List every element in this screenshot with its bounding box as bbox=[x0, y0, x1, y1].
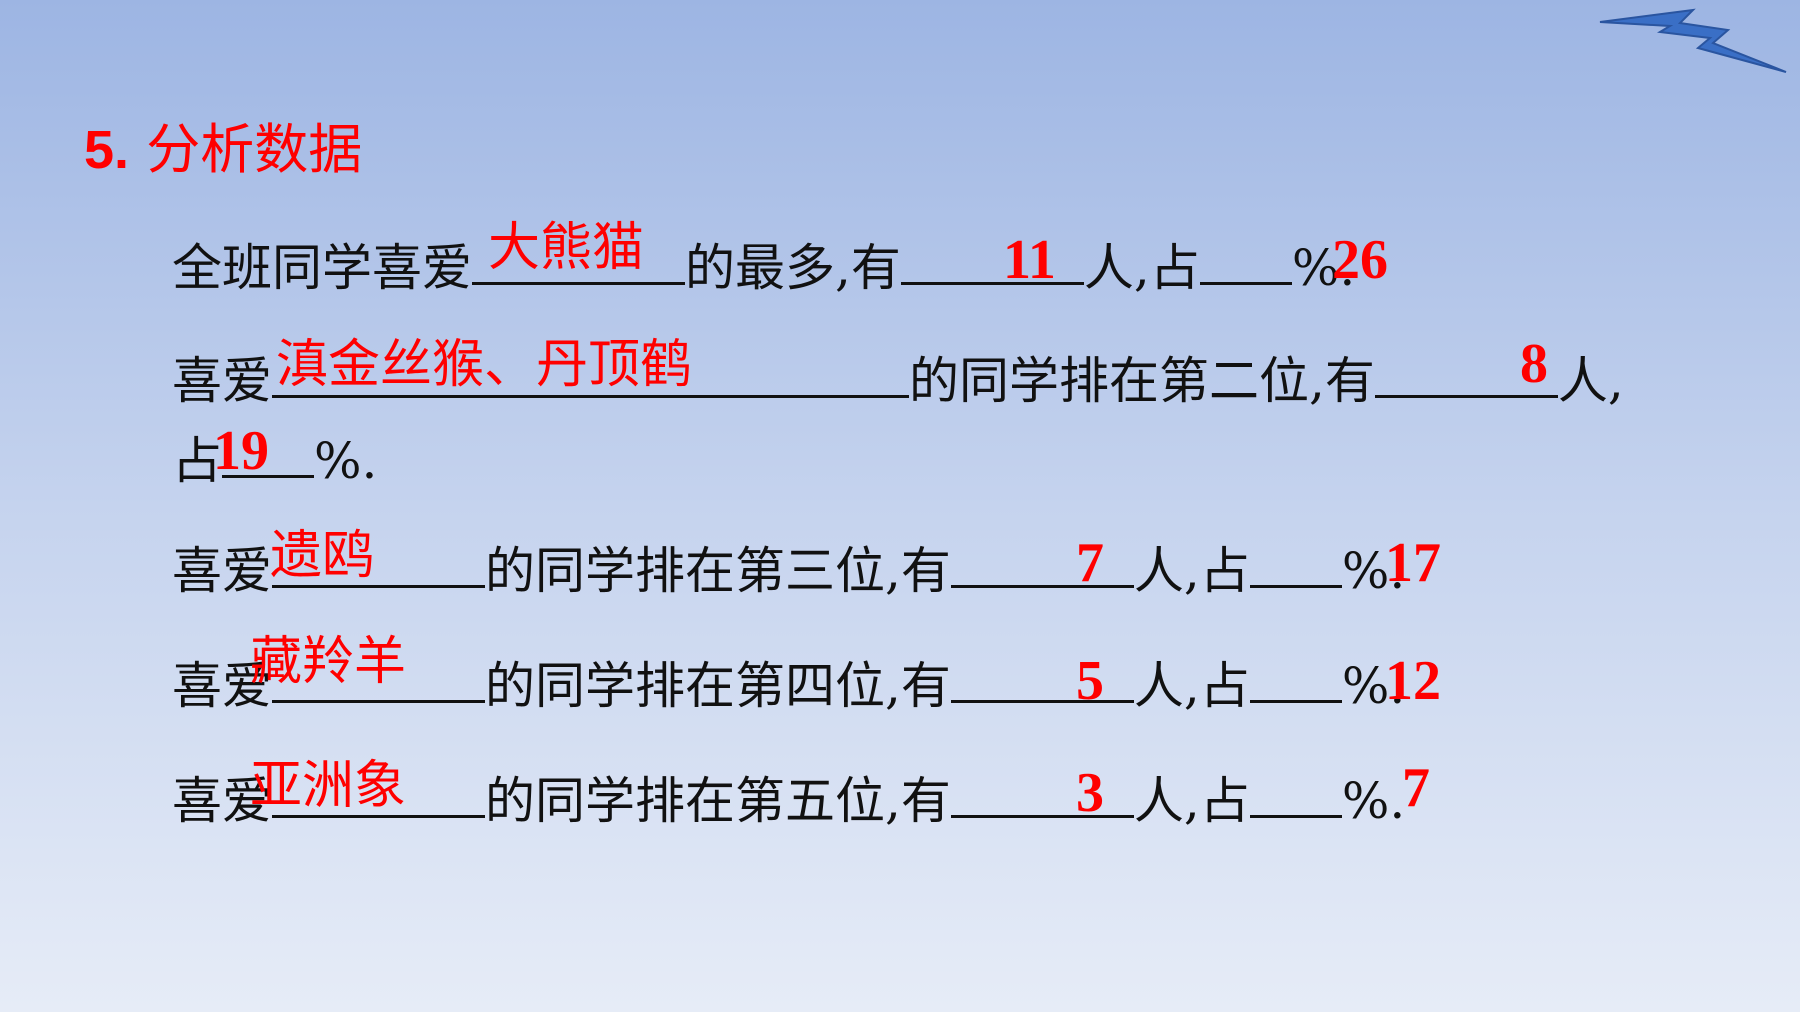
answer-animal-2: 滇金丝猴、丹顶鹤 bbox=[276, 335, 693, 395]
count-blank bbox=[950, 535, 1134, 588]
percent-blank bbox=[1249, 765, 1342, 818]
sentence-middle: 的同学排在第四位, bbox=[485, 657, 901, 715]
sentence-5: 喜爱 的同学排在第五位,有 人,占%. bbox=[172, 765, 1405, 831]
lightning-bolt-icon bbox=[1599, 8, 1787, 73]
sentence-pct: %. bbox=[1341, 542, 1406, 600]
answer-animal-1: 大熊猫 bbox=[488, 218, 645, 278]
sentence-ren: 人, bbox=[1133, 772, 1200, 830]
sentence-zhan: 占 bbox=[1199, 542, 1250, 600]
percent-blank bbox=[222, 425, 314, 478]
heading-title: 分析数据 bbox=[146, 118, 363, 181]
count-blank bbox=[900, 232, 1084, 285]
answer-animal-3: 遗鸥 bbox=[270, 526, 375, 586]
sentence-prefix: 喜爱 bbox=[172, 542, 272, 600]
answer-count-1: 11 bbox=[1003, 229, 1056, 291]
answer-percent-3: 17 bbox=[1385, 532, 1441, 594]
sentence-ren: 人, bbox=[1133, 657, 1200, 715]
count-blank bbox=[1374, 345, 1558, 398]
answer-blank bbox=[472, 232, 685, 285]
sentence-you: 有 bbox=[900, 657, 951, 715]
sentence-pct: %. bbox=[1291, 239, 1356, 297]
answer-count-3: 7 bbox=[1076, 532, 1104, 594]
heading-number: 5. bbox=[84, 120, 130, 180]
sentence-zhan: 占 bbox=[1199, 657, 1250, 715]
sentence-middle: 的同学排在第二位, bbox=[909, 352, 1325, 410]
answer-animal-4: 藏羚羊 bbox=[250, 632, 407, 692]
sentence-prefix: 全班同学喜爱 bbox=[172, 239, 472, 297]
sentence-ren: 人, bbox=[1133, 542, 1200, 600]
sentence-pct: %. bbox=[314, 432, 378, 490]
answer-animal-5: 亚洲象 bbox=[250, 756, 407, 816]
sentence-middle: 的同学排在第五位, bbox=[485, 772, 901, 830]
count-blank bbox=[950, 650, 1134, 703]
answer-count-5: 3 bbox=[1076, 762, 1104, 824]
answer-count-2: 8 bbox=[1520, 333, 1548, 395]
sentence-1: 全班同学喜爱 的最多,有 人,占%. bbox=[172, 232, 1355, 298]
answer-percent-4: 12 bbox=[1385, 650, 1441, 712]
answer-blank bbox=[272, 650, 485, 703]
percent-blank bbox=[1199, 232, 1292, 285]
percent-blank bbox=[1249, 650, 1342, 703]
sentence-prefix: 喜爱 bbox=[172, 352, 272, 410]
sentence-2-continued: 占%. bbox=[172, 425, 377, 491]
sentence-middle: 的最多, bbox=[685, 239, 851, 297]
answer-percent-1: 26 bbox=[1332, 229, 1388, 291]
sentence-3: 喜爱 的同学排在第三位,有 人,占%. bbox=[172, 535, 1405, 601]
count-blank bbox=[950, 765, 1134, 818]
sentence-pct: %. bbox=[1341, 772, 1406, 830]
sentence-prefix: 喜爱 bbox=[172, 657, 272, 715]
percent-blank bbox=[1249, 535, 1342, 588]
sentence-prefix: 喜爱 bbox=[172, 772, 272, 830]
sentence-zhan: 占 bbox=[1149, 239, 1200, 297]
sentence-zhan: 占 bbox=[1199, 772, 1250, 830]
sentence-pct: %. bbox=[1341, 657, 1406, 715]
sentence-4: 喜爱 的同学排在第四位,有 人,占%. bbox=[172, 650, 1405, 716]
sentence-ren: 人, bbox=[1083, 239, 1150, 297]
sentence-you: 有 bbox=[900, 772, 951, 830]
sentence-you: 有 bbox=[900, 542, 951, 600]
answer-percent-2: 19 bbox=[213, 420, 269, 482]
answer-blank bbox=[272, 765, 485, 818]
sentence-ren: 人, bbox=[1557, 352, 1624, 410]
answer-count-4: 5 bbox=[1076, 650, 1104, 712]
sentence-2: 喜爱 的同学排在第二位,有 人, bbox=[172, 345, 1624, 411]
answer-blank bbox=[272, 535, 485, 588]
answer-percent-5: 7 bbox=[1402, 757, 1430, 819]
section-heading: 5. 分析数据 bbox=[84, 118, 362, 182]
sentence-middle: 的同学排在第三位, bbox=[485, 542, 901, 600]
answer-blank bbox=[272, 345, 909, 398]
sentence-you: 有 bbox=[1324, 352, 1375, 410]
sentence-you: 有 bbox=[850, 239, 901, 297]
sentence-zhan: 占 bbox=[172, 432, 222, 490]
